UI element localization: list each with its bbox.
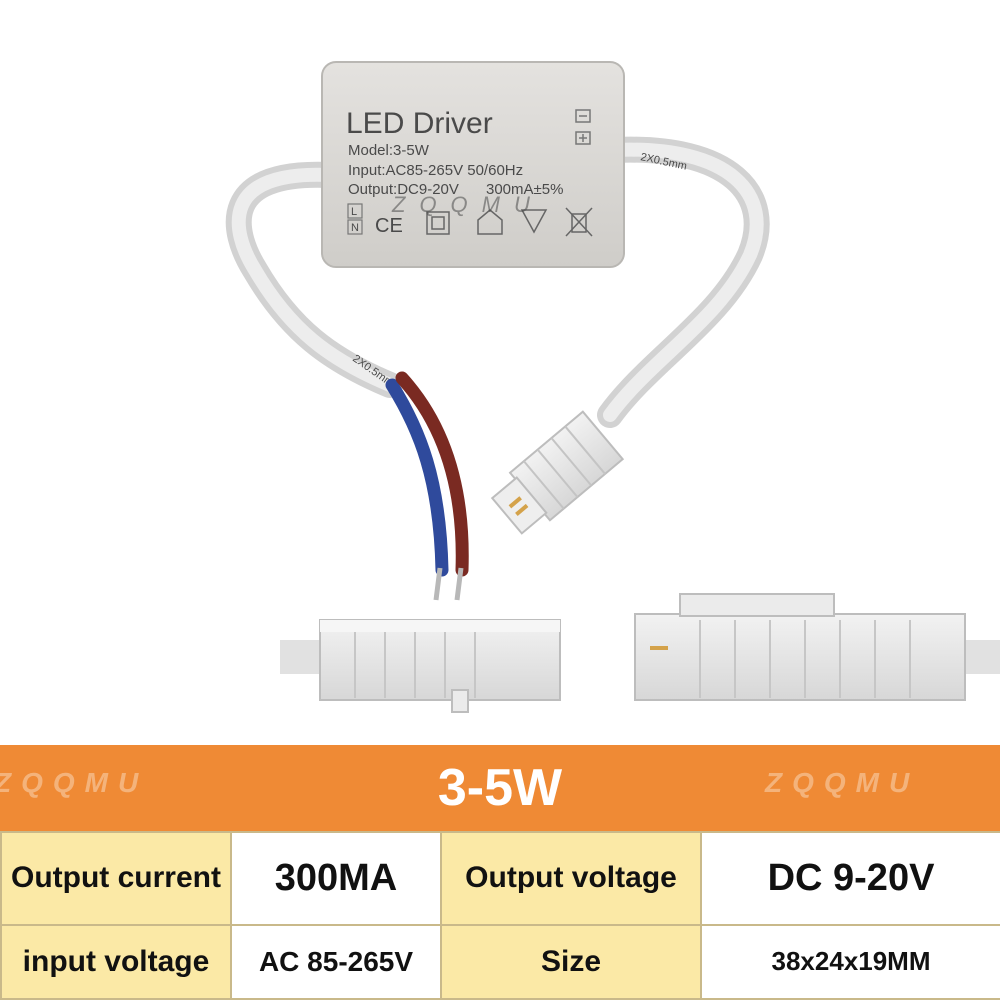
- product-photo: 2X0.5mm 2X0.5mm LED Driver Model:3-5W In…: [225, 61, 1000, 713]
- spec-value-output-voltage: DC 9-20V: [700, 831, 1000, 926]
- double-insulation-icon: [426, 211, 450, 235]
- wattage-banner: ZQQMU 3-5W ZQQMU: [0, 745, 1000, 831]
- spec-label-output-voltage: Output voltage: [440, 831, 702, 926]
- ce-mark: CE: [375, 215, 403, 237]
- terminal-l-label: L: [351, 206, 357, 218]
- spec-value-input-voltage: AC 85-265V: [230, 923, 442, 1000]
- spec-label-input-voltage: input voltage: [0, 923, 232, 1000]
- connector-side-left: [280, 619, 561, 713]
- driver-model: Model:3-5W: [348, 142, 430, 159]
- driver-input: Input:AC85-265V 50/60Hz: [348, 162, 523, 179]
- spec-value-output-current: 300MA: [230, 831, 442, 926]
- driver-title: LED Driver: [346, 107, 493, 140]
- driver-case: LED Driver Model:3-5W Input:AC85-265V 50…: [321, 61, 625, 268]
- driver-current: 300mA±5%: [486, 181, 563, 198]
- weee-bin-icon: [565, 207, 593, 237]
- connector-side-right: [634, 593, 1000, 701]
- indoor-use-icon: [477, 209, 503, 235]
- spec-row: Output current 300MA Output voltage DC 9…: [0, 831, 1000, 926]
- spec-value-size: 38x24x19MM: [700, 923, 1000, 1000]
- driver-output: Output:DC9-20V: [348, 181, 459, 198]
- plug-connector: [490, 410, 625, 535]
- banner-title: 3-5W: [437, 759, 563, 817]
- banner-watermark-right: ZQQMU: [765, 767, 920, 798]
- banner-watermark-left: ZQQMU: [0, 767, 149, 798]
- spec-label-size: Size: [440, 923, 702, 1000]
- f-mark-icon: [520, 209, 548, 234]
- blue-wire: [385, 378, 449, 577]
- spec-row: input voltage AC 85-265V Size 38x24x19MM: [0, 923, 1000, 1000]
- terminal-n-label: N: [351, 222, 359, 234]
- spec-table: Output current 300MA Output voltage DC 9…: [0, 831, 1000, 1000]
- spec-label-output-current: Output current: [0, 831, 232, 926]
- brown-wire: [395, 371, 469, 577]
- photo-watermark: ZQQMU: [391, 192, 544, 217]
